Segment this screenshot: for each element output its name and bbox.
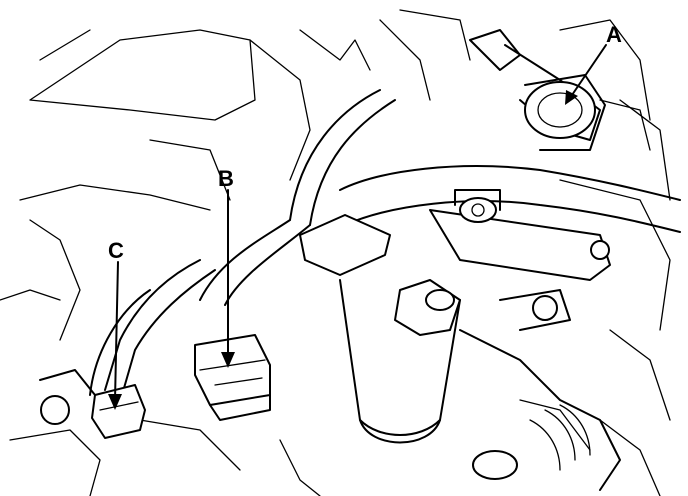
wire-harness [89,89,396,396]
background-structure [0,9,671,496]
connector-c [39,369,146,439]
bracket [429,189,611,331]
callout-label-c: C [108,238,124,263]
pipe [299,165,681,276]
cylinder [339,279,621,491]
callout-arrow-c [108,261,122,410]
connector-b [194,334,271,421]
callout-arrow-b [221,189,235,368]
callout-arrow-a [565,44,607,105]
callout-label-b: B [218,166,234,191]
sensor-a [469,29,651,151]
callout-label-a: A [606,22,622,47]
